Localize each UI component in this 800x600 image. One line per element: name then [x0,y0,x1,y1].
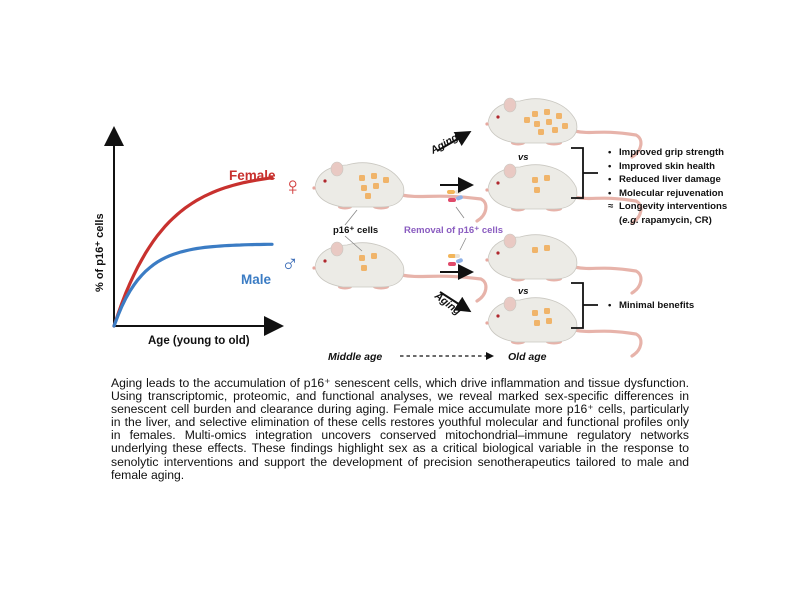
male-aged-mouse [485,296,643,358]
female-outcome-text: Longevity interventions [619,201,728,213]
vs-label-bottom: vs [518,286,529,297]
removal-leader-line-top [455,206,465,219]
female-outcome-text: Improved grip strength [619,147,725,158]
aging-label-bottom: Aging [431,289,463,318]
female-aged-mouse [485,97,643,159]
male-outcome-item: • Minimal benefits [608,299,694,313]
male-outcomes-list: • Minimal benefits [608,299,694,313]
vs-label-top: vs [518,152,529,163]
male-curve [112,242,274,328]
x-axis-label: Age (young to old) [148,335,250,347]
male-young-mouse [312,241,488,303]
bullet-icon: • [608,174,612,186]
female-outcome-item: (e.g. rapamycin, CR) [608,214,727,228]
female-outcome-item: • Reduced liver damage [608,173,727,187]
bullet-icon: • [608,300,612,311]
drug-pills-bottom-icon [448,254,463,266]
male-outcome-text: Minimal benefits [619,300,695,311]
female-young-mouse [312,161,488,223]
female-outcome-item: • Improved grip strength [608,146,727,160]
aging-arrow-top [436,130,472,152]
bullet-icon: • [608,160,612,172]
abstract-text: Aging leads to the accumulation of p16⁺ … [111,376,689,482]
aging-label-top: Aging [428,131,461,157]
middle-age-label: Middle age [328,351,382,363]
p16-cells-label: p16⁺ cells [333,225,378,236]
timeline-arrowhead-icon [486,352,494,360]
female-curve [112,176,274,328]
female-outcome-text: (e.g. rapamycin, CR) [619,214,712,226]
y-axis-label: % of p16⁺ cells [94,213,106,292]
female-outcome-item: ≈ Longevity interventions [608,200,727,214]
bullet-icon: • [608,147,612,158]
male-symbol-icon: ♂ [281,251,299,278]
female-treated-mouse [485,163,643,225]
male-series-label: Male [241,272,272,287]
p16-leader-line-bottom [344,235,363,252]
removal-leader-line-bottom [459,237,467,251]
female-outcome-text: Improved skin health [619,160,715,172]
removal-label: Removal of p16⁺ cells [404,225,503,236]
female-symbol-icon: ♀ [283,171,303,201]
aging-arrow-bottom [439,291,472,313]
bullet-icon: • [608,187,612,199]
female-outcome-item: • Improved skin health [608,160,727,174]
female-series-label: Female [229,168,276,183]
male-comparison-bracket [571,282,598,329]
p16-leader-line-top [344,209,358,226]
old-age-label: Old age [508,351,547,363]
female-outcomes-list: • Improved grip strength • Improved skin he… [608,146,727,228]
female-comparison-bracket [571,147,598,199]
female-outcome-item: • Molecular rejuvenation [608,187,727,201]
female-outcome-text: Molecular rejuvenation [619,187,724,199]
female-outcome-text: Reduced liver damage [619,174,721,186]
approx-marker-icon: ≈ [608,201,614,213]
male-treated-mouse [485,233,643,295]
